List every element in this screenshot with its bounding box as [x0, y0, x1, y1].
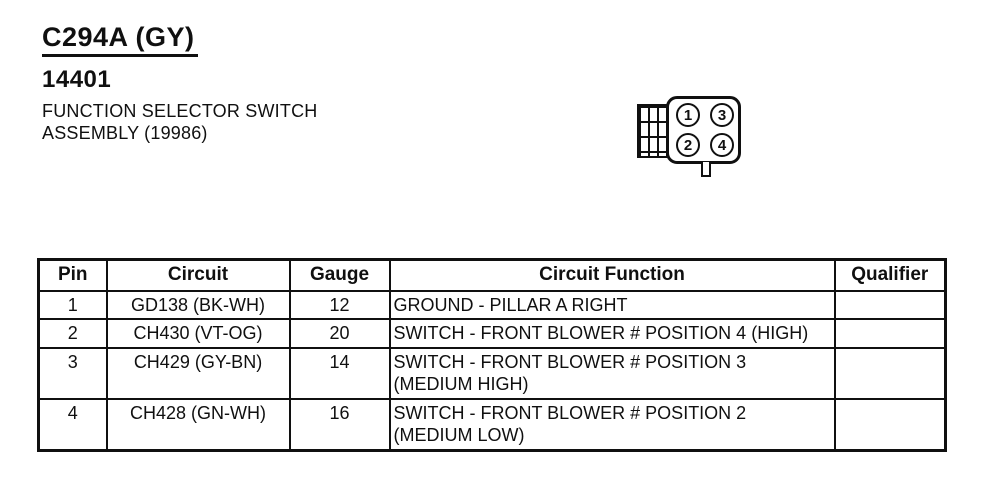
pin-cell: 2: [37, 318, 108, 349]
table-row: 4 CH428 (GN-WH) 16 SWITCH - FRONT BLOWER…: [37, 397, 947, 451]
table-row: 2 CH430 (VT-OG) 20 SWITCH - FRONT BLOWER…: [37, 318, 947, 349]
gauge-cell: 20: [288, 318, 391, 349]
circuit-function-cell: SWITCH - FRONT BLOWER # POSITION 4 (HIGH…: [388, 318, 836, 349]
header-circuit: Circuit: [105, 258, 291, 292]
header-pin: Pin: [37, 258, 108, 292]
component-name-line2: ASSEMBLY (19986): [42, 123, 208, 143]
qualifier-cell: [833, 346, 947, 400]
pin-cavity-3-label: 3: [717, 106, 727, 124]
part-number: 14401: [42, 66, 112, 93]
gauge-cell: 12: [288, 289, 391, 320]
component-name-line1: FUNCTION SELECTOR SWITCH: [42, 101, 318, 121]
qualifier-cell: [833, 289, 947, 320]
pin-cell: 3: [37, 346, 108, 400]
pin-cavity-4-label: 4: [717, 136, 727, 154]
table-row: 3 CH429 (GY-BN) 14 SWITCH - FRONT BLOWER…: [37, 346, 947, 400]
qualifier-cell: [833, 397, 947, 451]
connector-id-text: C294A (GY): [42, 22, 198, 57]
gauge-cell: 16: [288, 397, 391, 451]
pin-cavity-1: 1: [676, 103, 700, 127]
pin-cavity-3: 3: [710, 103, 734, 127]
gauge-cell: 14: [288, 346, 391, 400]
circuit-cell: CH430 (VT-OG): [105, 318, 291, 349]
circuit-cell: CH428 (GN-WH): [105, 397, 291, 451]
circuit-cell: GD138 (BK-WH): [105, 289, 291, 320]
table-header-row: Pin Circuit Gauge Circuit Function Quali…: [37, 258, 947, 292]
connector-wire-seal-hatch: [637, 104, 669, 158]
circuit-function-cell: SWITCH - FRONT BLOWER # POSITION 3 (MEDI…: [388, 346, 836, 400]
circuit-function-cell: GROUND - PILLAR A RIGHT: [388, 289, 836, 320]
pin-cavity-2: 2: [676, 133, 700, 157]
connector-lock-tab: [701, 162, 711, 177]
pinout-table: Pin Circuit Gauge Circuit Function Quali…: [37, 258, 947, 452]
pin-cavity-2-label: 2: [683, 136, 693, 154]
table-row: 1 GD138 (BK-WH) 12 GROUND - PILLAR A RIG…: [37, 289, 947, 320]
connector-face-diagram: 1 3 2 4: [666, 96, 741, 164]
connector-id-title: C294A (GY): [42, 22, 198, 57]
pin-cavity-1-label: 1: [683, 106, 693, 124]
header-circuit-function: Circuit Function: [388, 258, 836, 292]
pin-cell: 1: [37, 289, 108, 320]
header-gauge: Gauge: [288, 258, 391, 292]
circuit-cell: CH429 (GY-BN): [105, 346, 291, 400]
pin-cell: 4: [37, 397, 108, 451]
header-qualifier: Qualifier: [833, 258, 947, 292]
circuit-function-cell: SWITCH - FRONT BLOWER # POSITION 2 (MEDI…: [388, 397, 836, 451]
qualifier-cell: [833, 318, 947, 349]
pin-cavity-4: 4: [710, 133, 734, 157]
